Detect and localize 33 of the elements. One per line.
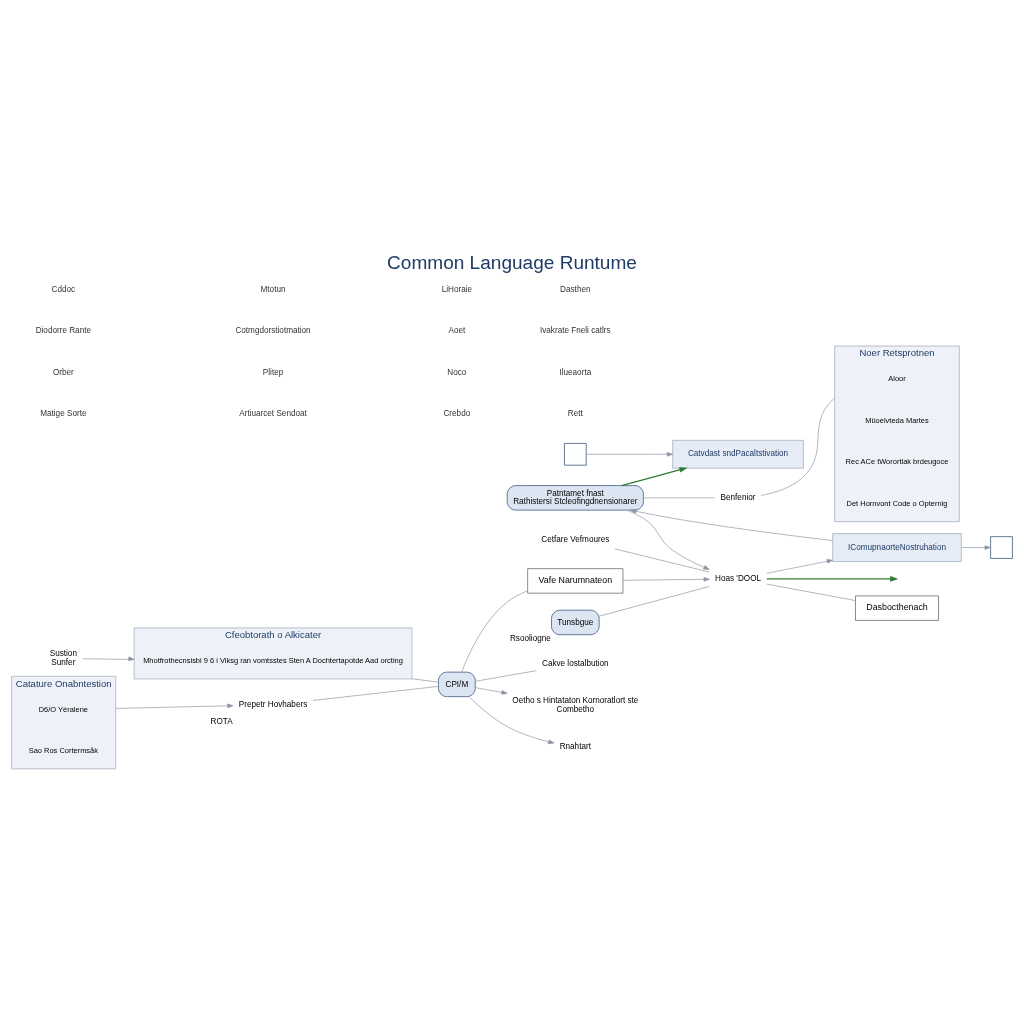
connector — [614, 548, 710, 572]
connector — [598, 585, 710, 616]
node-text: Mûoelvteda Martes — [865, 415, 929, 425]
node-text: Rec ACe tWorortlak brdeugoce — [845, 456, 949, 466]
arrow — [961, 544, 991, 550]
arrow — [630, 508, 833, 541]
connector — [312, 685, 439, 701]
node-box: Dasbocthenach — [855, 595, 939, 621]
node-box — [564, 442, 587, 465]
arrow — [115, 703, 234, 709]
arrow — [586, 451, 673, 457]
arrow — [622, 576, 710, 582]
arrow — [82, 655, 135, 661]
arrow — [475, 686, 508, 695]
node-text: Aloor — [888, 373, 906, 383]
arrow — [766, 575, 899, 582]
connector — [766, 583, 856, 601]
connector — [411, 677, 439, 682]
arrow — [626, 509, 710, 570]
arrow — [766, 558, 833, 574]
connector — [475, 669, 537, 682]
diagram-title: Common Language Runtume — [387, 251, 637, 273]
connector — [760, 397, 836, 496]
connector — [461, 589, 528, 672]
node-text: Mhotfrothecnsisbi 9 6 i Viksg ran vomtsstes Sten A Dochtertapotde Aad orcting — [143, 655, 403, 665]
node-text: Det Hornvont Code o Opternig — [846, 498, 948, 508]
arrow — [468, 695, 555, 744]
connector — [643, 497, 716, 498]
node-box — [990, 535, 1013, 559]
arrow — [620, 466, 688, 486]
node-box: Vafe Narumnateon — [527, 567, 624, 593]
node-text: D6/O Yéralene — [38, 704, 88, 713]
node-text: Sao Ros Cortermsåk — [28, 745, 98, 755]
